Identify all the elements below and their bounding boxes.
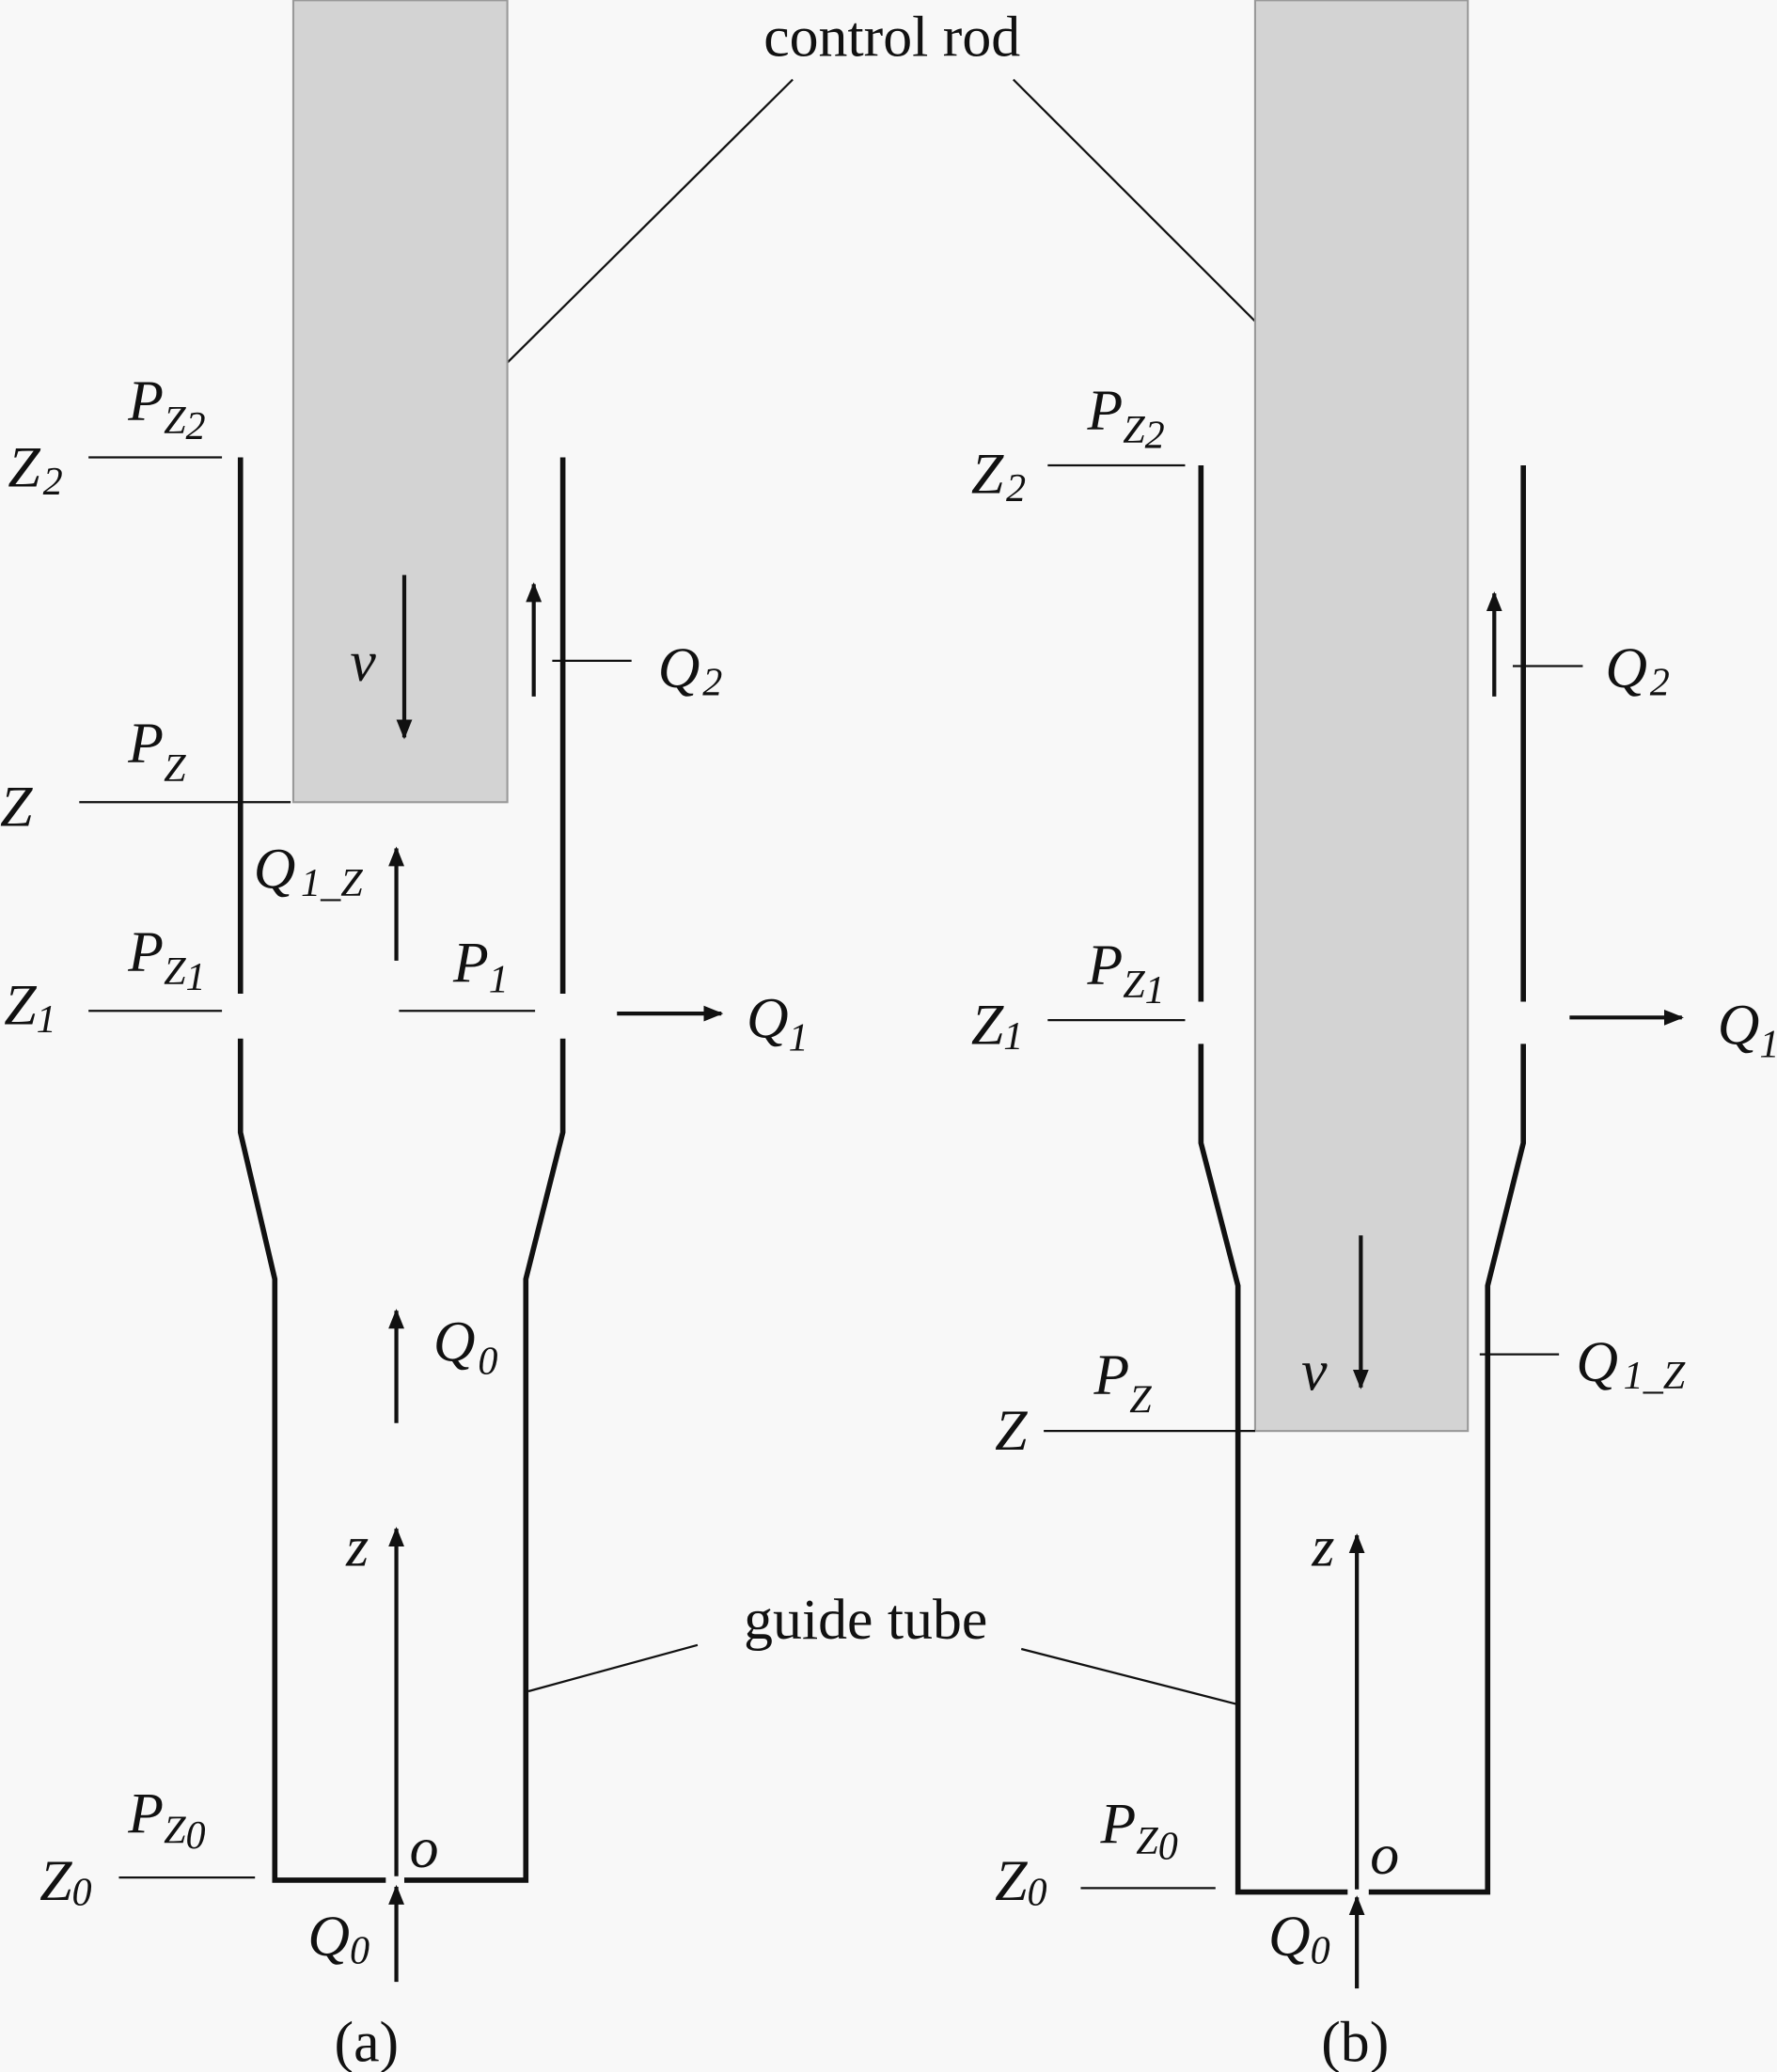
label-z-axis-a: z (345, 1515, 369, 1578)
guide-tube-leader-b (1020, 1647, 1238, 1706)
label-q1-a: Q1 (747, 986, 809, 1060)
label-pz2-a: PZ2 (127, 369, 205, 448)
label-origin-a: o (410, 1816, 439, 1880)
label-q0-inner-a: Q0 (433, 1311, 498, 1384)
label-q1-b: Q1 (1718, 993, 1777, 1066)
label-pz0-a: PZ0 (127, 1782, 205, 1858)
label-p1-a: P1 (452, 931, 509, 1001)
label-q0-inlet-a: Q0 (307, 1905, 370, 1972)
label-v-a: v (350, 630, 376, 694)
control-rod-a (291, 0, 509, 804)
control-rod-leader-a (462, 78, 794, 408)
label-q2-b: Q2 (1605, 636, 1670, 704)
label-q2-a: Q2 (658, 636, 723, 704)
label-z2-a: Z2 (8, 435, 62, 503)
label-z0-a: Z0 (39, 1849, 91, 1915)
label-pz2-b: PZ2 (1086, 379, 1164, 458)
guide-tube-a (237, 457, 566, 1883)
label-q0-inlet-b: Q0 (1268, 1905, 1330, 1972)
guide-tube-label: guide tube (744, 1588, 987, 1652)
label-z2-b: Z2 (971, 442, 1026, 510)
panel-a-caption: (a) (335, 2010, 400, 2072)
label-z0-b: Z0 (995, 1849, 1046, 1915)
guide-tube-b (1198, 464, 1527, 1895)
label-pz0-b: PZ0 (1100, 1793, 1178, 1869)
label-pz1-a: PZ1 (127, 920, 205, 999)
guide-tube-leader-a (527, 1643, 699, 1693)
label-origin-b: o (1370, 1823, 1399, 1887)
label-z-b: Z (995, 1399, 1028, 1463)
control-rod-b (1253, 0, 1470, 1433)
label-z-a: Z (0, 776, 33, 840)
label-pz1-b: PZ1 (1086, 934, 1164, 1012)
label-pz-a: PZ (127, 712, 186, 791)
label-z1-a: Z1 (4, 973, 55, 1041)
label-v-b: v (1301, 1340, 1328, 1404)
label-pz-b: PZ (1093, 1343, 1153, 1422)
panel-b: Z2 PZ2 Q2 Z1 PZ1 Q1 v Q1_Z Z PZ z Z0 PZ0… (971, 0, 1777, 2072)
label-z1-b: Z1 (971, 993, 1023, 1059)
control-rod-label: control rod (763, 5, 1020, 69)
label-z-axis-b: z (1311, 1515, 1334, 1578)
panel-b-caption: (b) (1321, 2010, 1389, 2072)
